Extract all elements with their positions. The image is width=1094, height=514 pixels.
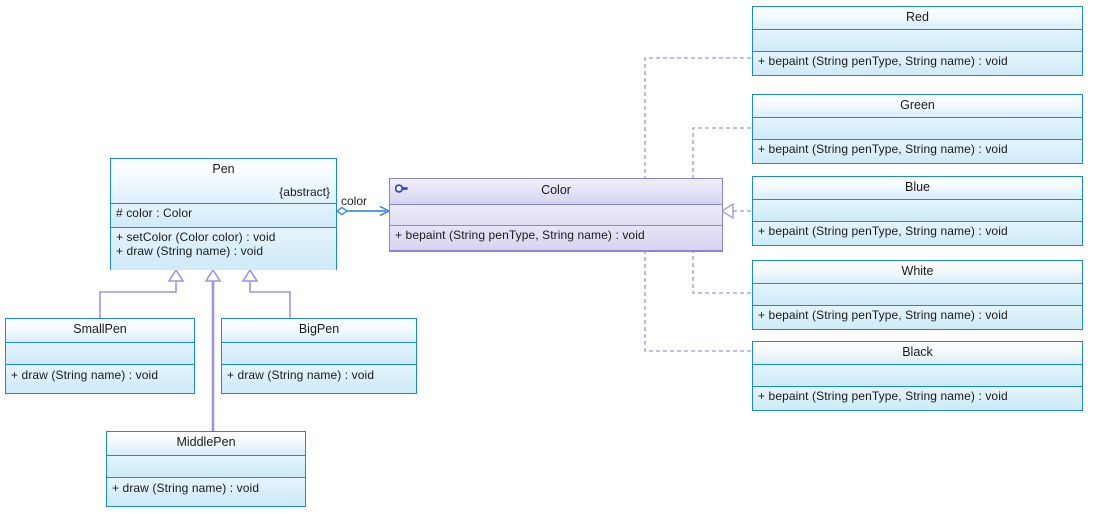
class-name-label-white: White	[901, 264, 934, 278]
operations-compartment-blue: + bepaint (String penType, String name) …	[753, 222, 1082, 245]
attributes-compartment-green	[753, 118, 1082, 140]
operation-item: + bepaint (String penType, String name) …	[758, 142, 1008, 156]
operations-compartment-black: + bepaint (String penType, String name) …	[753, 387, 1082, 410]
attributes-compartment-bigpen	[222, 343, 416, 365]
operations-compartment-smallpen: + draw (String name) : void	[6, 365, 194, 391]
class-box-green[interactable]: Green + bepaint (String penType, String …	[752, 94, 1083, 164]
class-name-label-red: Red	[906, 10, 929, 24]
class-box-white[interactable]: White + bepaint (String penType, String …	[752, 260, 1083, 330]
operations-compartment-color: + bepaint (String penType, String name) …	[390, 226, 722, 251]
class-name-label-color: Color	[541, 183, 571, 197]
attribute-item: # color : Color	[116, 206, 193, 220]
operation-item: + bepaint (String penType, String name) …	[758, 308, 1008, 322]
realization-black-color	[644, 241, 751, 352]
class-box-red[interactable]: Red + bepaint (String penType, String na…	[752, 6, 1083, 76]
operations-compartment-pen: + setColor (Color color) : void + draw (…	[111, 228, 336, 270]
class-name-black: Black	[753, 342, 1082, 365]
operation-item: + draw (String name) : void	[116, 243, 264, 258]
association-label-color: color	[341, 194, 368, 208]
class-name-label-green: Green	[900, 98, 935, 112]
class-box-middlepen[interactable]: MiddlePen + draw (String name) : void	[106, 431, 306, 507]
operation-item: + draw (String name) : void	[112, 481, 260, 495]
association-arrowhead-color	[379, 205, 391, 217]
attributes-compartment-red	[753, 30, 1082, 52]
attributes-compartment-color	[390, 205, 722, 226]
operation-item: + bepaint (String penType, String name) …	[758, 224, 1008, 238]
operations-compartment-red: + bepaint (String penType, String name) …	[753, 52, 1082, 75]
class-box-smallpen[interactable]: SmallPen + draw (String name) : void	[5, 318, 195, 394]
class-name-label-black: Black	[902, 345, 933, 359]
operation-item: + bepaint (String penType, String name) …	[758, 54, 1008, 68]
class-name-middlepen: MiddlePen	[107, 432, 305, 456]
operation-item: + bepaint (String penType, String name) …	[758, 389, 1008, 403]
class-box-bigpen[interactable]: BigPen + draw (String name) : void	[221, 318, 417, 394]
attributes-compartment-middlepen	[107, 456, 305, 478]
operation-item: + setColor (Color color) : void	[116, 230, 276, 244]
class-box-color[interactable]: Color + bepaint (String penType, String …	[389, 178, 723, 252]
operation-item: + bepaint (String penType, String name) …	[395, 228, 645, 242]
class-box-blue[interactable]: Blue + bepaint (String penType, String n…	[752, 176, 1083, 246]
generalization-arrowhead-middlepen	[204, 268, 222, 282]
operations-compartment-bigpen: + draw (String name) : void	[222, 365, 416, 391]
operation-item: + draw (String name) : void	[227, 368, 375, 382]
generalization-arrowhead-smallpen	[167, 268, 185, 282]
class-name-label-smallpen: SmallPen	[73, 322, 127, 336]
class-name-white: White	[753, 261, 1082, 284]
class-name-label-middlepen: MiddlePen	[176, 435, 236, 449]
class-name-smallpen: SmallPen	[6, 319, 194, 343]
class-name-label-pen: Pen	[212, 162, 235, 176]
attributes-compartment-blue	[753, 200, 1082, 222]
aggregation-diamond-pen	[335, 206, 349, 216]
operations-compartment-white: + bepaint (String penType, String name) …	[753, 306, 1082, 329]
class-box-pen[interactable]: Pen {abstract} # color : Color + setColo…	[110, 158, 337, 270]
generalization-arrowhead-bigpen	[241, 268, 259, 282]
interface-icon	[395, 184, 408, 193]
class-name-green: Green	[753, 95, 1082, 118]
generalization-bigpen-pen	[249, 280, 291, 318]
attributes-compartment-white	[753, 284, 1082, 306]
abstract-stereotype-pen: {abstract}	[279, 185, 330, 200]
attributes-compartment-smallpen	[6, 343, 194, 365]
generalization-smallpen-pen	[99, 280, 177, 318]
class-name-label-blue: Blue	[904, 180, 931, 194]
attributes-compartment-black	[753, 365, 1082, 387]
class-name-color: Color	[390, 179, 722, 205]
class-name-blue: Blue	[753, 177, 1082, 200]
class-name-pen: Pen {abstract}	[111, 159, 336, 204]
attributes-compartment-pen: # color : Color	[111, 204, 336, 228]
operations-compartment-green: + bepaint (String penType, String name) …	[753, 140, 1082, 163]
class-name-red: Red	[753, 7, 1082, 30]
realization-red-color	[644, 57, 751, 189]
class-name-label-bigpen: BigPen	[298, 322, 340, 336]
class-box-black[interactable]: Black + bepaint (String penType, String …	[752, 341, 1083, 411]
class-name-bigpen: BigPen	[222, 319, 416, 343]
operations-compartment-middlepen: + draw (String name) : void	[107, 478, 305, 504]
operation-item: + draw (String name) : void	[11, 368, 159, 382]
realization-arrowhead-blue	[720, 202, 734, 220]
